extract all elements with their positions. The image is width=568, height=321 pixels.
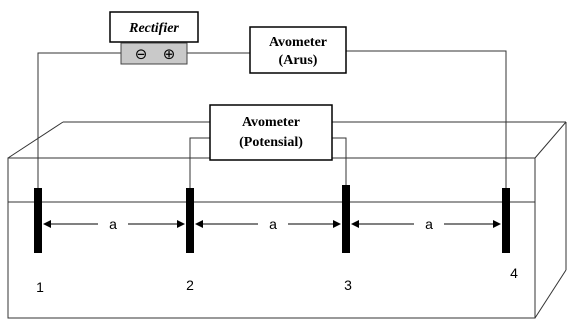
- avometer-current-box: [249, 26, 347, 74]
- soil-block-front-face: [7, 157, 536, 319]
- soil-block-bottom-right-edge: [534, 269, 567, 319]
- rectifier-terminal-panel: [120, 42, 188, 65]
- avometer-potential: Avometer (Potensial): [209, 104, 333, 161]
- avometer-potential-box: [209, 104, 333, 161]
- spacing-label-2: a: [269, 216, 277, 232]
- electrode-label-4: 4: [510, 265, 518, 281]
- wire-avometer-potential-electrode3: [332, 137, 347, 188]
- spacing-label-3: a: [425, 216, 433, 232]
- soil-block-top-right-edge: [534, 121, 567, 159]
- electrode-2: [186, 188, 194, 253]
- soil-block-top-left-edge: [7, 121, 64, 159]
- electrode-3: [342, 185, 350, 253]
- spacing-labels: a a a: [109, 216, 433, 232]
- wire-electrode2-avometer-potential: [189, 137, 210, 188]
- wire-electrode1-rectifier: [37, 52, 126, 188]
- spacing-label-1: a: [109, 216, 117, 232]
- rectifier-box: [109, 11, 199, 43]
- positive-terminal-icon: ⊕: [163, 46, 176, 63]
- rectifier-label: Rectifier: [128, 21, 179, 36]
- rectifier: Rectifier ⊖ ⊕: [109, 11, 199, 65]
- electrode-labels: 1 2 3 4: [36, 265, 518, 295]
- avometer-current-title: Avometer: [269, 35, 327, 50]
- avometer-potential-title: Avometer: [242, 115, 300, 130]
- avometer-current: Avometer (Arus): [249, 26, 347, 74]
- avometer-current-subtitle: (Arus): [279, 53, 318, 68]
- electrode-label-3: 3: [344, 277, 352, 293]
- avometer-potential-subtitle: (Potensial): [239, 135, 303, 150]
- electrodes: [34, 185, 510, 253]
- wiring: [37, 50, 507, 188]
- wire-avometer-current-electrode4: [346, 50, 507, 188]
- electrode-label-1: 1: [36, 279, 44, 295]
- electrode-4: [502, 188, 510, 253]
- negative-terminal-icon: ⊖: [135, 46, 148, 63]
- electrode-label-2: 2: [186, 277, 194, 293]
- electrode-1: [34, 188, 42, 253]
